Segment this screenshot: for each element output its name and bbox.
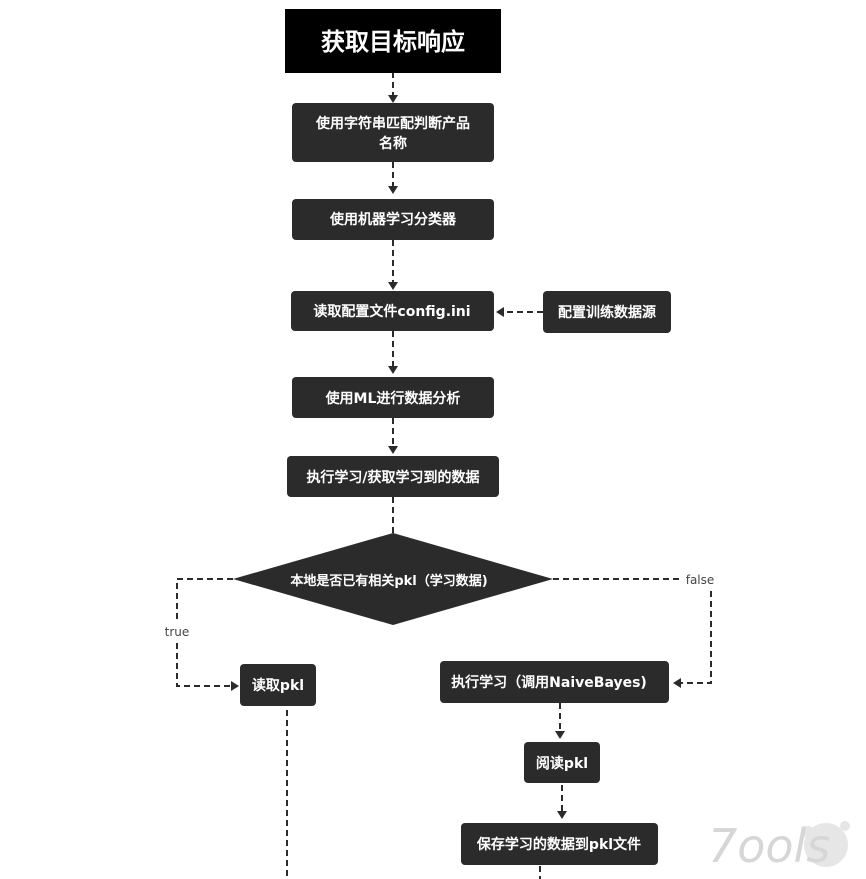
node-execute-bayes: 执行学习（调用NaiveBayes) [440, 661, 669, 703]
node-text: 使用ML进行数据分析 [325, 390, 461, 407]
watermark: 7ools [708, 819, 850, 873]
edge-label-false: false [686, 573, 715, 587]
watermark-text: 7ools [708, 819, 830, 873]
node-text-line1: 使用字符串匹配判断产品 [315, 115, 470, 132]
node-ml-classifier: 使用机器学习分类器 [292, 199, 494, 240]
node-box [543, 291, 671, 333]
node-save-pkl: 保存学习的数据到pkl文件 [461, 823, 658, 865]
node-ml-analysis: 使用ML进行数据分析 [292, 377, 494, 418]
node-decision: 本地是否已有相关pkl（学习数据) [233, 533, 553, 625]
node-text-line2: 名称 [379, 135, 407, 152]
node-text: 使用机器学习分类器 [329, 211, 457, 228]
arrow-head [555, 731, 565, 739]
node-text: 执行学习（调用NaiveBayes) [451, 674, 647, 691]
arrow-head [388, 95, 398, 103]
title-node: 获取目标响应 [285, 9, 501, 73]
watermark-splash [840, 821, 850, 831]
node-box [440, 661, 669, 703]
node-read-pkl: 读取pkl [240, 664, 316, 706]
arrow-head [388, 186, 398, 194]
node-config-source: 配置训练数据源 [543, 291, 671, 333]
edge-label-bg [162, 623, 192, 639]
arrow-head [388, 366, 398, 374]
node-text: 保存学习的数据到pkl文件 [476, 836, 641, 853]
node-box [287, 456, 499, 497]
node-text: 执行学习/获取学习到的数据 [306, 469, 479, 486]
node-box [524, 742, 600, 783]
edge-label-false-group: false [683, 571, 717, 587]
arrow-head [496, 307, 504, 317]
node-box [292, 199, 494, 240]
node-text: 配置训练数据源 [558, 304, 656, 321]
edge-decision-true [176, 578, 233, 687]
node-match-name: 使用字符串匹配判断产品 名称 [292, 103, 494, 162]
arrow-head [388, 282, 398, 290]
watermark-splash [804, 823, 848, 867]
arrow-head [388, 446, 398, 454]
edge-label-true-group: true [162, 623, 192, 639]
connectors [176, 72, 712, 879]
node-text: 读取pkl [252, 677, 304, 694]
arrow-head [231, 681, 239, 691]
watermark-splash [802, 826, 814, 838]
node-box [292, 377, 494, 418]
node-execute-learn: 执行学习/获取学习到的数据 [287, 456, 499, 497]
decision-diamond [233, 533, 553, 625]
title-text: 获取目标响应 [321, 28, 465, 56]
node-text: 读取配置文件config.ini [313, 303, 470, 320]
decision-text: 本地是否已有相关pkl（学习数据) [290, 573, 487, 589]
node-text: 阅读pkl [536, 755, 588, 772]
node-read-config: 读取配置文件config.ini [291, 291, 494, 331]
node-box [461, 823, 658, 865]
title-box [285, 9, 501, 73]
node-box [292, 103, 494, 162]
edge-decision-false [553, 578, 712, 684]
arrow-head [673, 678, 681, 688]
node-box [291, 291, 494, 331]
edge-label-true: true [165, 625, 190, 639]
edge-label-bg [683, 571, 717, 587]
arrow-head [557, 811, 567, 819]
node-read-pkl-2: 阅读pkl [524, 742, 600, 783]
node-box [240, 664, 316, 706]
